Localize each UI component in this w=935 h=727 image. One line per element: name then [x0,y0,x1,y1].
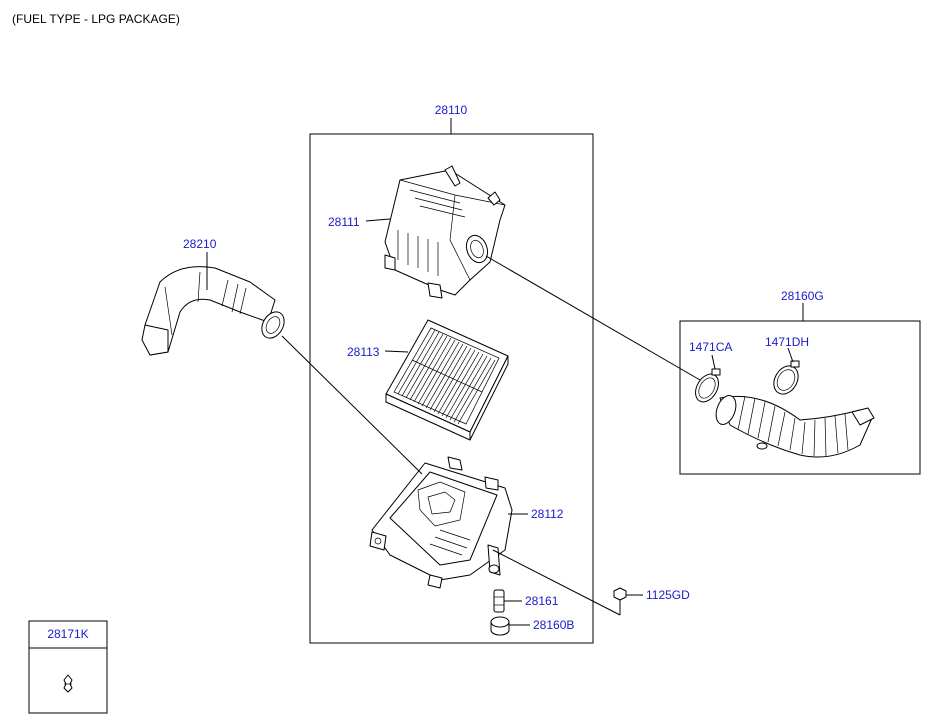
hose-assembly-box [679,320,921,475]
label-28210[interactable]: 28210 [183,237,217,251]
bolt-to-body-line [492,549,621,616]
clamp-a-leader [711,354,716,370]
filter-leader [384,350,409,353]
label-28160B[interactable]: 28160B [533,618,574,632]
label-28110[interactable]: 28110 [435,103,468,117]
corrugated-hose [715,395,875,458]
label-28161[interactable]: 28161 [525,594,559,608]
label-28111[interactable]: 28111 [328,215,360,229]
label-28160G[interactable]: 28160G [781,289,824,303]
clamp-1471DH [773,360,800,395]
mounting-28160B [490,616,510,636]
clip-box [28,620,108,714]
label-1471DH[interactable]: 1471DH [765,335,809,349]
bolt-1125GD [613,587,627,615]
air-cleaner-cover [384,165,506,299]
label-28171K[interactable]: 28171K [47,627,88,641]
air-cleaner-body [369,456,513,589]
bracket-28161 [493,589,505,613]
label-1471CA[interactable]: 1471CA [689,340,732,354]
clip-28171K [63,674,73,693]
label-28113[interactable]: 28113 [347,345,380,359]
cover-to-hose-line [485,255,701,381]
label-28112[interactable]: 28112 [531,507,564,521]
hose-to-body-line [281,335,423,475]
filter-element [385,319,509,441]
clamp-b-leader [787,347,794,363]
cover-leader [365,218,391,222]
fuel-type-note: (FUEL TYPE - LPG PACKAGE) [12,12,180,26]
intake-hose-28210 [141,266,285,356]
clamp-1471CA [695,368,721,403]
label-1125GD[interactable]: 1125GD [646,588,690,602]
